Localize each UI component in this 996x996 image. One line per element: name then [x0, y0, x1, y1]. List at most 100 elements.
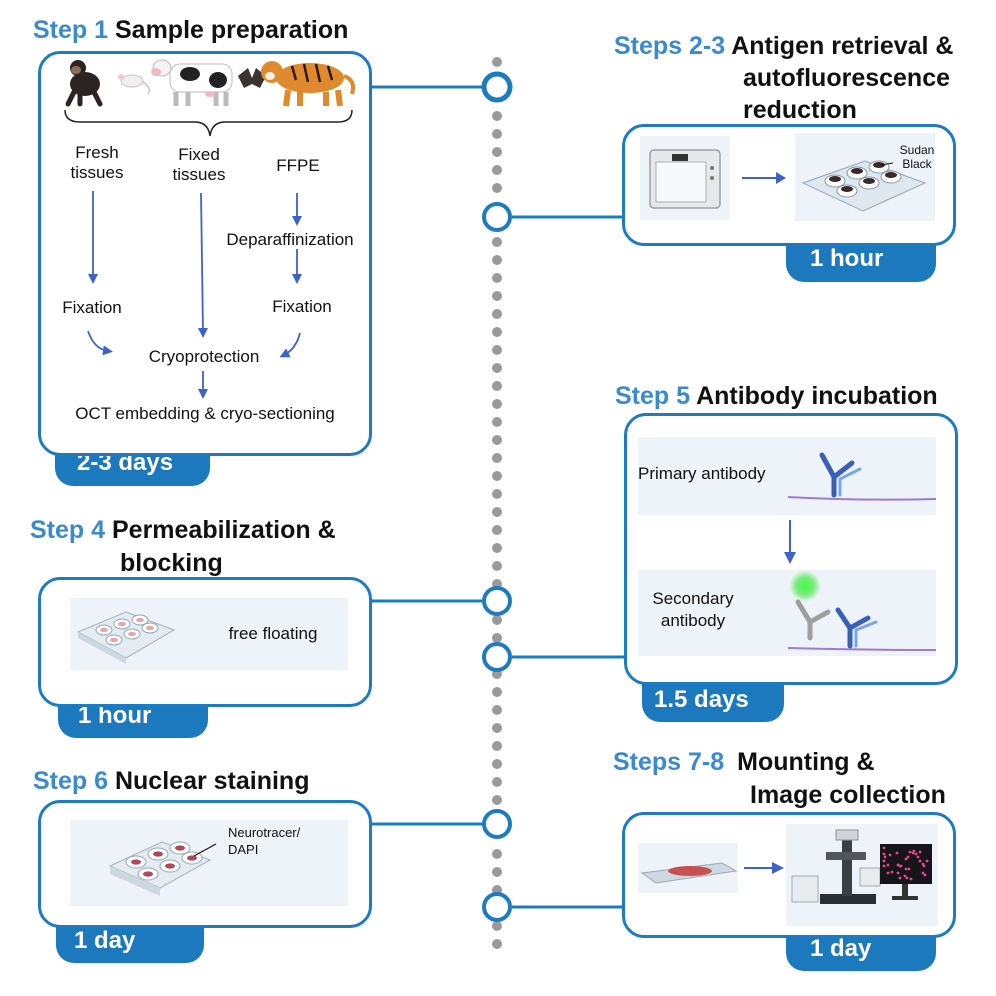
chimpanzee-icon	[65, 60, 103, 107]
timeline-dot	[492, 111, 502, 121]
fixation-right-label: Fixation	[272, 297, 332, 316]
timeline-dot	[492, 309, 502, 319]
timeline-dot	[492, 525, 502, 535]
timeline-dot	[492, 507, 502, 517]
step5-number: Step 5	[615, 382, 691, 410]
cell-dot	[911, 851, 915, 855]
timeline-node-step78	[482, 892, 512, 922]
timeline-dot	[492, 435, 502, 445]
timeline-dot	[492, 147, 502, 157]
timeline-node-step5	[482, 642, 512, 672]
step78-title-line1: Mounting &	[737, 748, 875, 776]
cryoprotection-label: Cryoprotection	[148, 347, 260, 366]
monitor-icon	[880, 844, 932, 900]
curly-brace	[64, 109, 353, 137]
well-plate-icon	[801, 160, 927, 212]
step1-heading: Step 1 Sample preparation	[33, 14, 348, 46]
microwave-panel	[640, 136, 730, 220]
timeline-dot	[492, 165, 502, 175]
step78-heading-line1: Steps 7-8 Mounting &	[613, 746, 875, 778]
timeline-dot	[492, 57, 502, 67]
step23-heading-line1: Steps 2-3 Antigen retrieval &	[614, 30, 953, 62]
timeline-dot	[492, 921, 502, 931]
timeline-dot	[492, 471, 502, 481]
timeline-dot	[492, 741, 502, 751]
slide-icon	[640, 862, 738, 884]
cell-dot	[904, 867, 908, 871]
cell-dot	[914, 852, 918, 856]
cell-dot	[908, 850, 912, 854]
timeline-dot	[492, 273, 502, 283]
timeline-node-step6	[482, 809, 512, 839]
timeline-dot	[492, 705, 502, 715]
cell-dot	[904, 857, 908, 861]
cell-dot	[906, 855, 910, 859]
step1-flow-arrows	[87, 191, 302, 399]
timeline-dot	[492, 687, 502, 697]
timeline-dot	[492, 255, 502, 265]
step5-title: Antibody incubation	[696, 382, 938, 410]
cell-dot	[903, 874, 907, 878]
timeline-dot	[492, 849, 502, 859]
step78-arrow	[744, 862, 784, 874]
sudan-black-panel	[795, 133, 935, 221]
oct-embedding-label: OCT embedding & cryo-sectioning	[75, 404, 335, 423]
cell-dot	[909, 877, 913, 881]
step4-title-line1: Permeabilization &	[111, 516, 336, 544]
cell-dot	[888, 853, 892, 857]
step6-title: Nuclear staining	[114, 767, 310, 795]
primary-antibody-label: Primary antibody	[638, 464, 766, 483]
cell-dot	[896, 863, 900, 867]
timeline-dot	[492, 867, 502, 877]
timeline-dot	[492, 417, 502, 427]
step5-arrow	[784, 520, 796, 564]
step23-title-line1: Antigen retrieval &	[731, 32, 954, 60]
cell-dot	[886, 863, 890, 867]
timeline-dot	[492, 399, 502, 409]
step1-title: Sample preparation	[114, 16, 349, 44]
step23-arrow	[742, 172, 786, 184]
step4-panel	[70, 598, 348, 670]
timeline-dot	[492, 777, 502, 787]
step23-number: Steps 2-3	[614, 32, 726, 60]
step6-panel	[70, 820, 348, 906]
cell-dot	[922, 864, 926, 868]
timeline-dot	[492, 291, 502, 301]
cell-dot	[916, 855, 920, 859]
timeline-dots	[492, 57, 502, 949]
cow-icon	[151, 59, 233, 106]
timeline-dot	[492, 363, 502, 373]
step78-title-line2: Image collection	[750, 781, 946, 809]
timeline-dot	[492, 561, 502, 571]
timeline-dot	[492, 759, 502, 769]
cell-dot	[883, 855, 887, 859]
timeline-dot	[492, 939, 502, 949]
cell-dot	[882, 864, 886, 868]
timeline-dot	[492, 183, 502, 193]
cell-dot	[882, 846, 886, 850]
tiger-icon	[261, 61, 355, 107]
fixation-left-label: Fixation	[62, 298, 122, 317]
antibody-icon	[787, 570, 937, 651]
cell-dot	[918, 859, 922, 863]
timeline-dot	[492, 543, 502, 553]
antibody-icon	[787, 452, 937, 501]
step23-title-line3: reduction	[743, 96, 857, 124]
timeline-dot	[492, 381, 502, 391]
timeline-dot	[492, 795, 502, 805]
step4-title-line2: blocking	[120, 549, 223, 577]
mouse-icon	[118, 74, 150, 95]
cell-dot	[905, 876, 909, 880]
microscope-icon	[791, 829, 881, 904]
cell-dot	[886, 871, 890, 875]
timeline-dot	[492, 345, 502, 355]
timeline-node-step1	[481, 71, 513, 103]
secondary-antibody-panel	[638, 570, 937, 656]
primary-antibody-panel	[638, 437, 937, 515]
cell-dot	[882, 852, 886, 856]
well-plate-icon	[108, 841, 217, 896]
step5-duration-label: 1.5 days	[654, 685, 749, 713]
